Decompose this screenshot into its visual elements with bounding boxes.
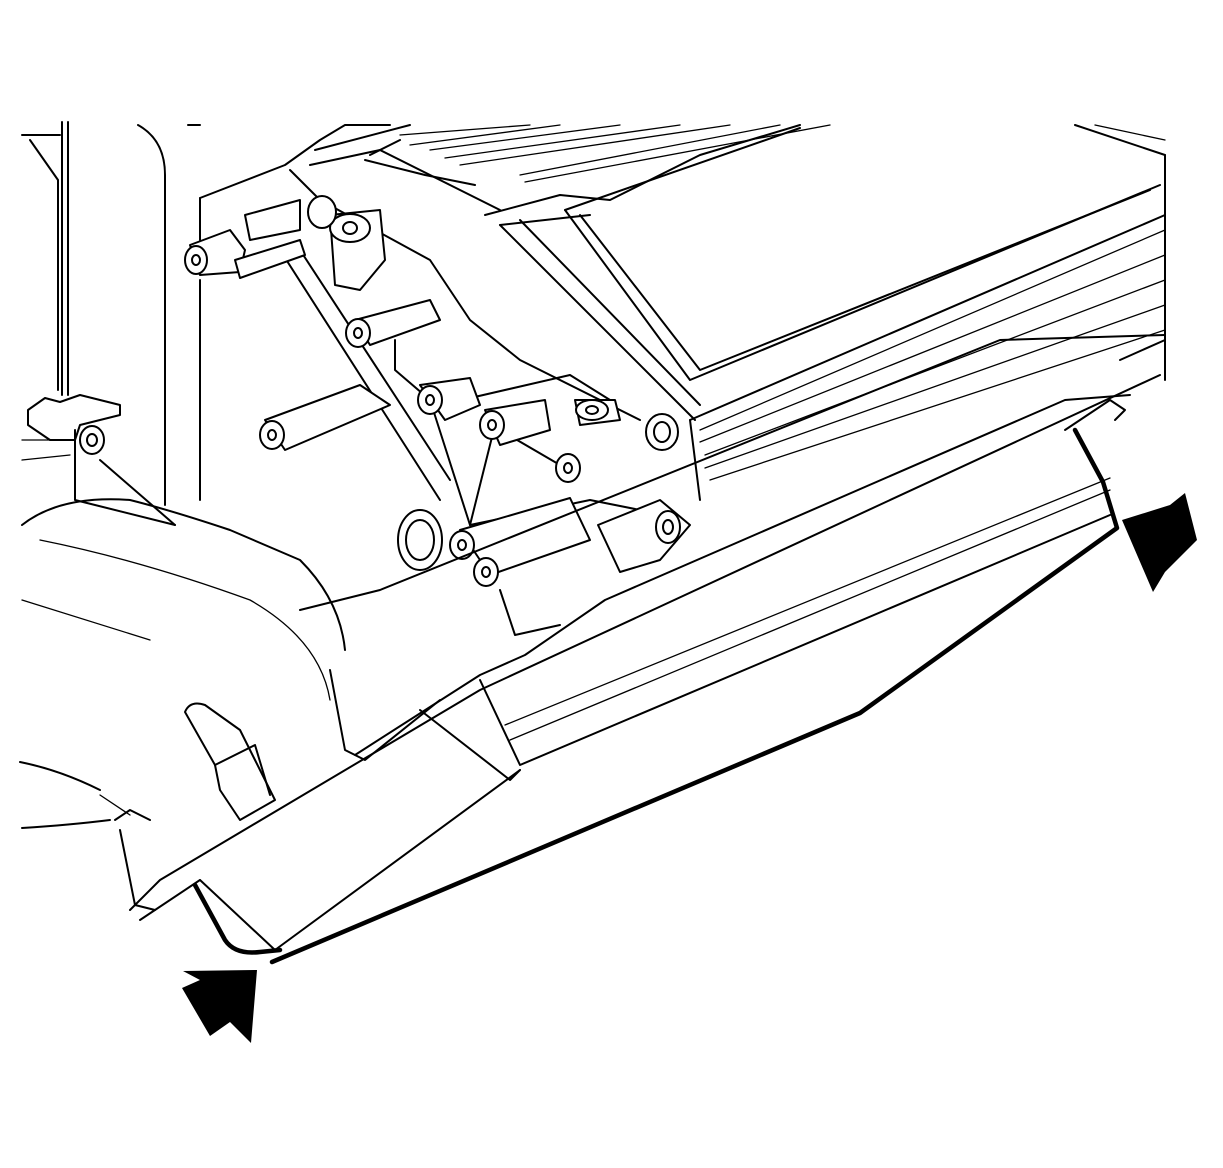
mounting-posts	[184, 195, 691, 587]
lower-cover-tray	[129, 334, 1166, 965]
left-housing	[19, 121, 346, 829]
top-lid-panel	[564, 124, 1166, 501]
frame-struts	[279, 249, 641, 636]
right-callout-arrow	[1122, 493, 1197, 592]
left-clip-bracket	[27, 394, 176, 526]
left-callout-arrow	[182, 970, 257, 1043]
tray-latch-tab	[114, 702, 276, 911]
upper-module-body	[199, 124, 831, 501]
callout-arrows	[182, 493, 1197, 1043]
